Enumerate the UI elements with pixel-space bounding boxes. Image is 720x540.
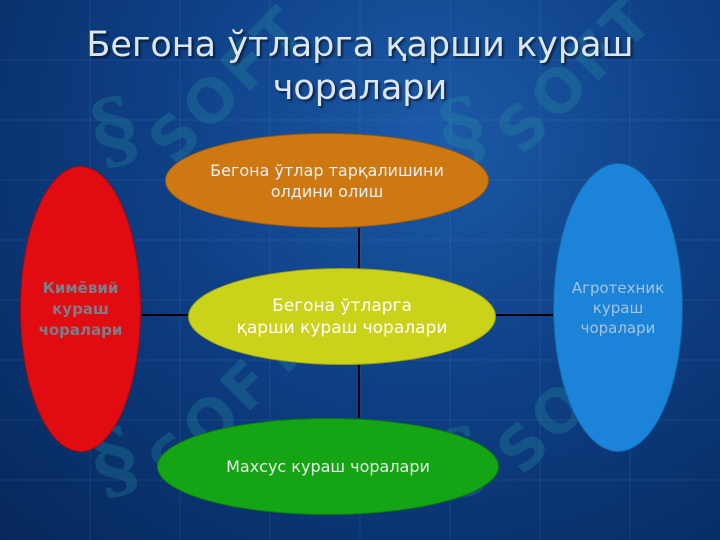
node-label-line: Кимёвий (42, 278, 119, 297)
node-label-line: чоралари (38, 320, 123, 339)
node-agrotechnical-measures: Агротехник кураш чоралари (553, 163, 683, 452)
node-label-line: Бегона ўтлар тарқалишини (210, 160, 444, 180)
node-label-line: чоралари (580, 318, 656, 337)
node-label-line: қарши кураш чоралари (236, 317, 448, 338)
node-label-line: Махсус кураш чоралари (226, 456, 430, 476)
node-weed-control-measures: Бегона ўтларга қарши кураш чоралари (188, 268, 496, 365)
node-label-line: кураш (592, 298, 644, 317)
node-special-measures: Махсус кураш чоралари (157, 418, 499, 515)
node-label-line: олдини олиш (270, 181, 384, 201)
node-label-line: кураш (52, 299, 109, 318)
slide-title-line-2: чоралари (272, 68, 448, 108)
node-label-line: Агротехник (571, 278, 665, 297)
slide-title-line-1: Бегона ўтларга қарши кураш (86, 25, 634, 65)
slide-title: Бегона ўтларга қарши кураш чоралари (0, 24, 720, 110)
node-weed-spread-prevention: Бегона ўтлар тарқалишини олдини олиш (165, 133, 489, 228)
node-chemical-measures: Кимёвий кураш чоралари (20, 166, 141, 452)
node-label-line: Бегона ўтларга (272, 295, 412, 316)
